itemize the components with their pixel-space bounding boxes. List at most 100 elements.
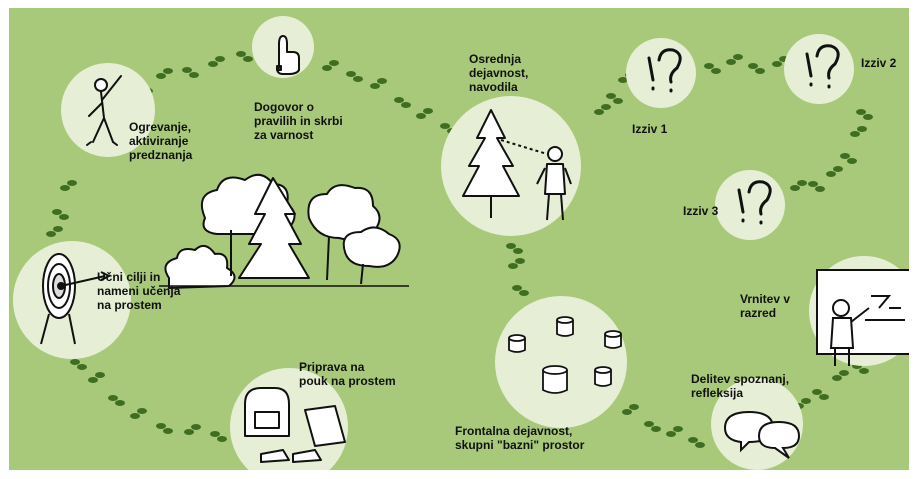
footprint	[840, 153, 850, 159]
footprint	[329, 60, 339, 66]
frontal-label: Frontalna dejavnost,skupni "bazni" prost…	[455, 424, 584, 452]
footprint	[377, 78, 387, 84]
footprint	[130, 413, 140, 419]
footprint	[243, 56, 253, 62]
label-line: Ogrevanje,	[129, 120, 192, 134]
footprint	[208, 61, 218, 67]
speech-bubbles-icon	[723, 410, 801, 459]
footprint	[60, 185, 70, 191]
footprint	[801, 398, 811, 404]
label-line: Izziv 1	[632, 122, 668, 136]
footprint	[850, 131, 860, 137]
raised-finger-icon	[276, 35, 300, 75]
footprint	[423, 108, 433, 114]
stretching-person-icon	[86, 75, 122, 146]
tree-stumps-icon	[508, 316, 622, 394]
footprint	[839, 370, 849, 376]
footprint	[666, 431, 676, 437]
footprint	[322, 65, 332, 71]
label-line: Izziv 2	[861, 56, 897, 70]
footprint	[651, 426, 661, 432]
footprint	[137, 408, 147, 414]
footprint	[772, 61, 782, 67]
footprint	[733, 54, 743, 60]
footprint	[859, 368, 869, 374]
footprint	[755, 68, 765, 74]
footprint	[217, 436, 227, 442]
footprint	[512, 285, 522, 291]
challenge2-label: Izziv 2	[861, 56, 896, 70]
challenge3-label: Izziv 3	[683, 204, 718, 218]
question-exclamation-icon	[647, 44, 840, 225]
backpack-and-shoes-icon	[244, 387, 346, 463]
footprint	[508, 263, 518, 269]
footprint	[797, 180, 807, 186]
footprint	[184, 429, 194, 435]
footprint	[95, 372, 105, 378]
footprint	[353, 76, 363, 82]
footprint	[726, 59, 736, 65]
footprint	[156, 73, 166, 79]
footprint	[704, 63, 714, 69]
footprint	[182, 67, 192, 73]
footprint	[815, 186, 825, 192]
footprint	[346, 71, 356, 77]
label-line: Osrednja	[469, 52, 522, 66]
footprint	[236, 51, 246, 57]
footprint	[77, 364, 87, 370]
label-line: Dogovor o	[254, 100, 314, 114]
label-line: Frontalna dejavnost,	[455, 424, 573, 438]
footprint	[695, 442, 705, 448]
footprint	[790, 185, 800, 191]
footprint	[618, 77, 628, 83]
footprint	[857, 126, 867, 132]
label-line: Vrnitev v	[740, 292, 791, 306]
footprint	[53, 226, 63, 232]
footprint	[688, 437, 698, 443]
challenge1-circle	[626, 38, 696, 108]
footprint	[644, 421, 654, 427]
teacher-at-board-icon	[816, 269, 909, 366]
footprint	[833, 166, 843, 172]
footprint	[163, 68, 173, 74]
illustrations	[40, 35, 909, 463]
target-with-arrow-icon	[40, 253, 112, 345]
footprint	[519, 290, 529, 296]
label-line: pouk na prostem	[299, 374, 396, 388]
footprint	[819, 394, 829, 400]
footprint	[52, 209, 62, 215]
label-line: za varnost	[254, 128, 314, 142]
footprint	[191, 424, 201, 430]
label-line: Izziv 3	[683, 204, 719, 218]
footprint	[832, 375, 842, 381]
label-line: dejavnost,	[469, 66, 529, 80]
footprint	[46, 231, 56, 237]
footprint	[108, 395, 118, 401]
footprint	[812, 389, 822, 395]
child-with-tree-icon	[462, 109, 572, 221]
footprint	[163, 428, 173, 434]
forest-trees-icon	[159, 173, 409, 289]
footprint	[416, 113, 426, 119]
warmup-circle	[61, 63, 155, 157]
label-line: aktiviranje	[129, 134, 189, 148]
label-line: refleksija	[691, 386, 744, 400]
footprint	[210, 431, 220, 437]
challenge2-circle	[784, 34, 854, 104]
footprint	[613, 98, 623, 104]
footprint	[863, 114, 873, 120]
footprint	[711, 68, 721, 74]
footprint	[67, 180, 77, 186]
footprint	[629, 404, 639, 410]
footprint	[115, 400, 125, 406]
footprint	[808, 181, 818, 187]
footprint	[594, 109, 604, 115]
footprint	[515, 258, 525, 264]
